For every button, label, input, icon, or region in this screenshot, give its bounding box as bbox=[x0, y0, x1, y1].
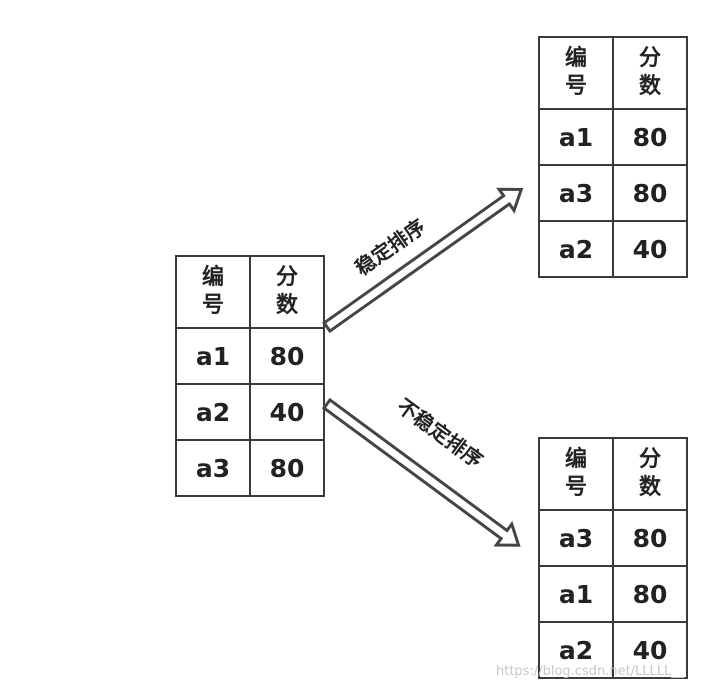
stable-sort-table: 编 号 分 数 a1 80 a3 80 a2 40 bbox=[538, 36, 688, 278]
header-char: 号 bbox=[564, 475, 587, 500]
table-row: a3 80 bbox=[175, 439, 325, 497]
cell-score: 80 bbox=[612, 108, 688, 166]
unstable-arrow bbox=[321, 397, 521, 547]
header-char: 号 bbox=[201, 293, 224, 318]
cell-score: 40 bbox=[612, 220, 688, 278]
header-char: 分 bbox=[638, 447, 661, 472]
cell-id: a2 bbox=[538, 621, 614, 679]
cell-id: a1 bbox=[538, 565, 614, 623]
table-header-row: 编 号 分 数 bbox=[538, 437, 688, 511]
cell-score: 40 bbox=[612, 621, 688, 679]
stable-arrow bbox=[322, 187, 524, 334]
header-char: 数 bbox=[638, 475, 661, 500]
cell-id: a2 bbox=[538, 220, 614, 278]
cell-id: a3 bbox=[538, 509, 614, 567]
cell-id: a2 bbox=[175, 383, 251, 441]
header-cell-score: 分 数 bbox=[612, 437, 688, 511]
header-char: 编 bbox=[564, 46, 587, 71]
header-cell-id: 编 号 bbox=[175, 255, 251, 329]
cell-score: 80 bbox=[249, 439, 325, 497]
cell-score: 80 bbox=[612, 565, 688, 623]
table-row: a2 40 bbox=[175, 383, 325, 441]
table-row: a1 80 bbox=[175, 327, 325, 385]
cell-score: 80 bbox=[249, 327, 325, 385]
table-row: a1 80 bbox=[538, 108, 688, 166]
header-char: 编 bbox=[201, 265, 224, 290]
header-char: 数 bbox=[638, 74, 661, 99]
header-char: 编 bbox=[564, 447, 587, 472]
header-cell-score: 分 数 bbox=[249, 255, 325, 329]
table-row: a2 40 bbox=[538, 220, 688, 278]
table-row: a2 40 bbox=[538, 621, 688, 679]
cell-id: a1 bbox=[538, 108, 614, 166]
header-char: 分 bbox=[275, 265, 298, 290]
header-cell-id: 编 号 bbox=[538, 437, 614, 511]
header-char: 数 bbox=[275, 293, 298, 318]
cell-score: 80 bbox=[612, 509, 688, 567]
cell-id: a1 bbox=[175, 327, 251, 385]
unstable-sort-table: 编 号 分 数 a3 80 a1 80 a2 40 bbox=[538, 437, 688, 679]
header-cell-score: 分 数 bbox=[612, 36, 688, 110]
table-row: a3 80 bbox=[538, 509, 688, 567]
cell-id: a3 bbox=[538, 164, 614, 222]
table-row: a1 80 bbox=[538, 565, 688, 623]
table-row: a3 80 bbox=[538, 164, 688, 222]
header-char: 号 bbox=[564, 74, 587, 99]
watermark: https://blog.csdn.net/LLLLL__ bbox=[496, 664, 685, 679]
cell-score: 80 bbox=[612, 164, 688, 222]
header-char: 分 bbox=[638, 46, 661, 71]
cell-score: 40 bbox=[249, 383, 325, 441]
table-header-row: 编 号 分 数 bbox=[538, 36, 688, 110]
source-table: 编 号 分 数 a1 80 a2 40 a3 80 bbox=[175, 255, 325, 497]
cell-id: a3 bbox=[175, 439, 251, 497]
header-cell-id: 编 号 bbox=[538, 36, 614, 110]
table-header-row: 编 号 分 数 bbox=[175, 255, 325, 329]
